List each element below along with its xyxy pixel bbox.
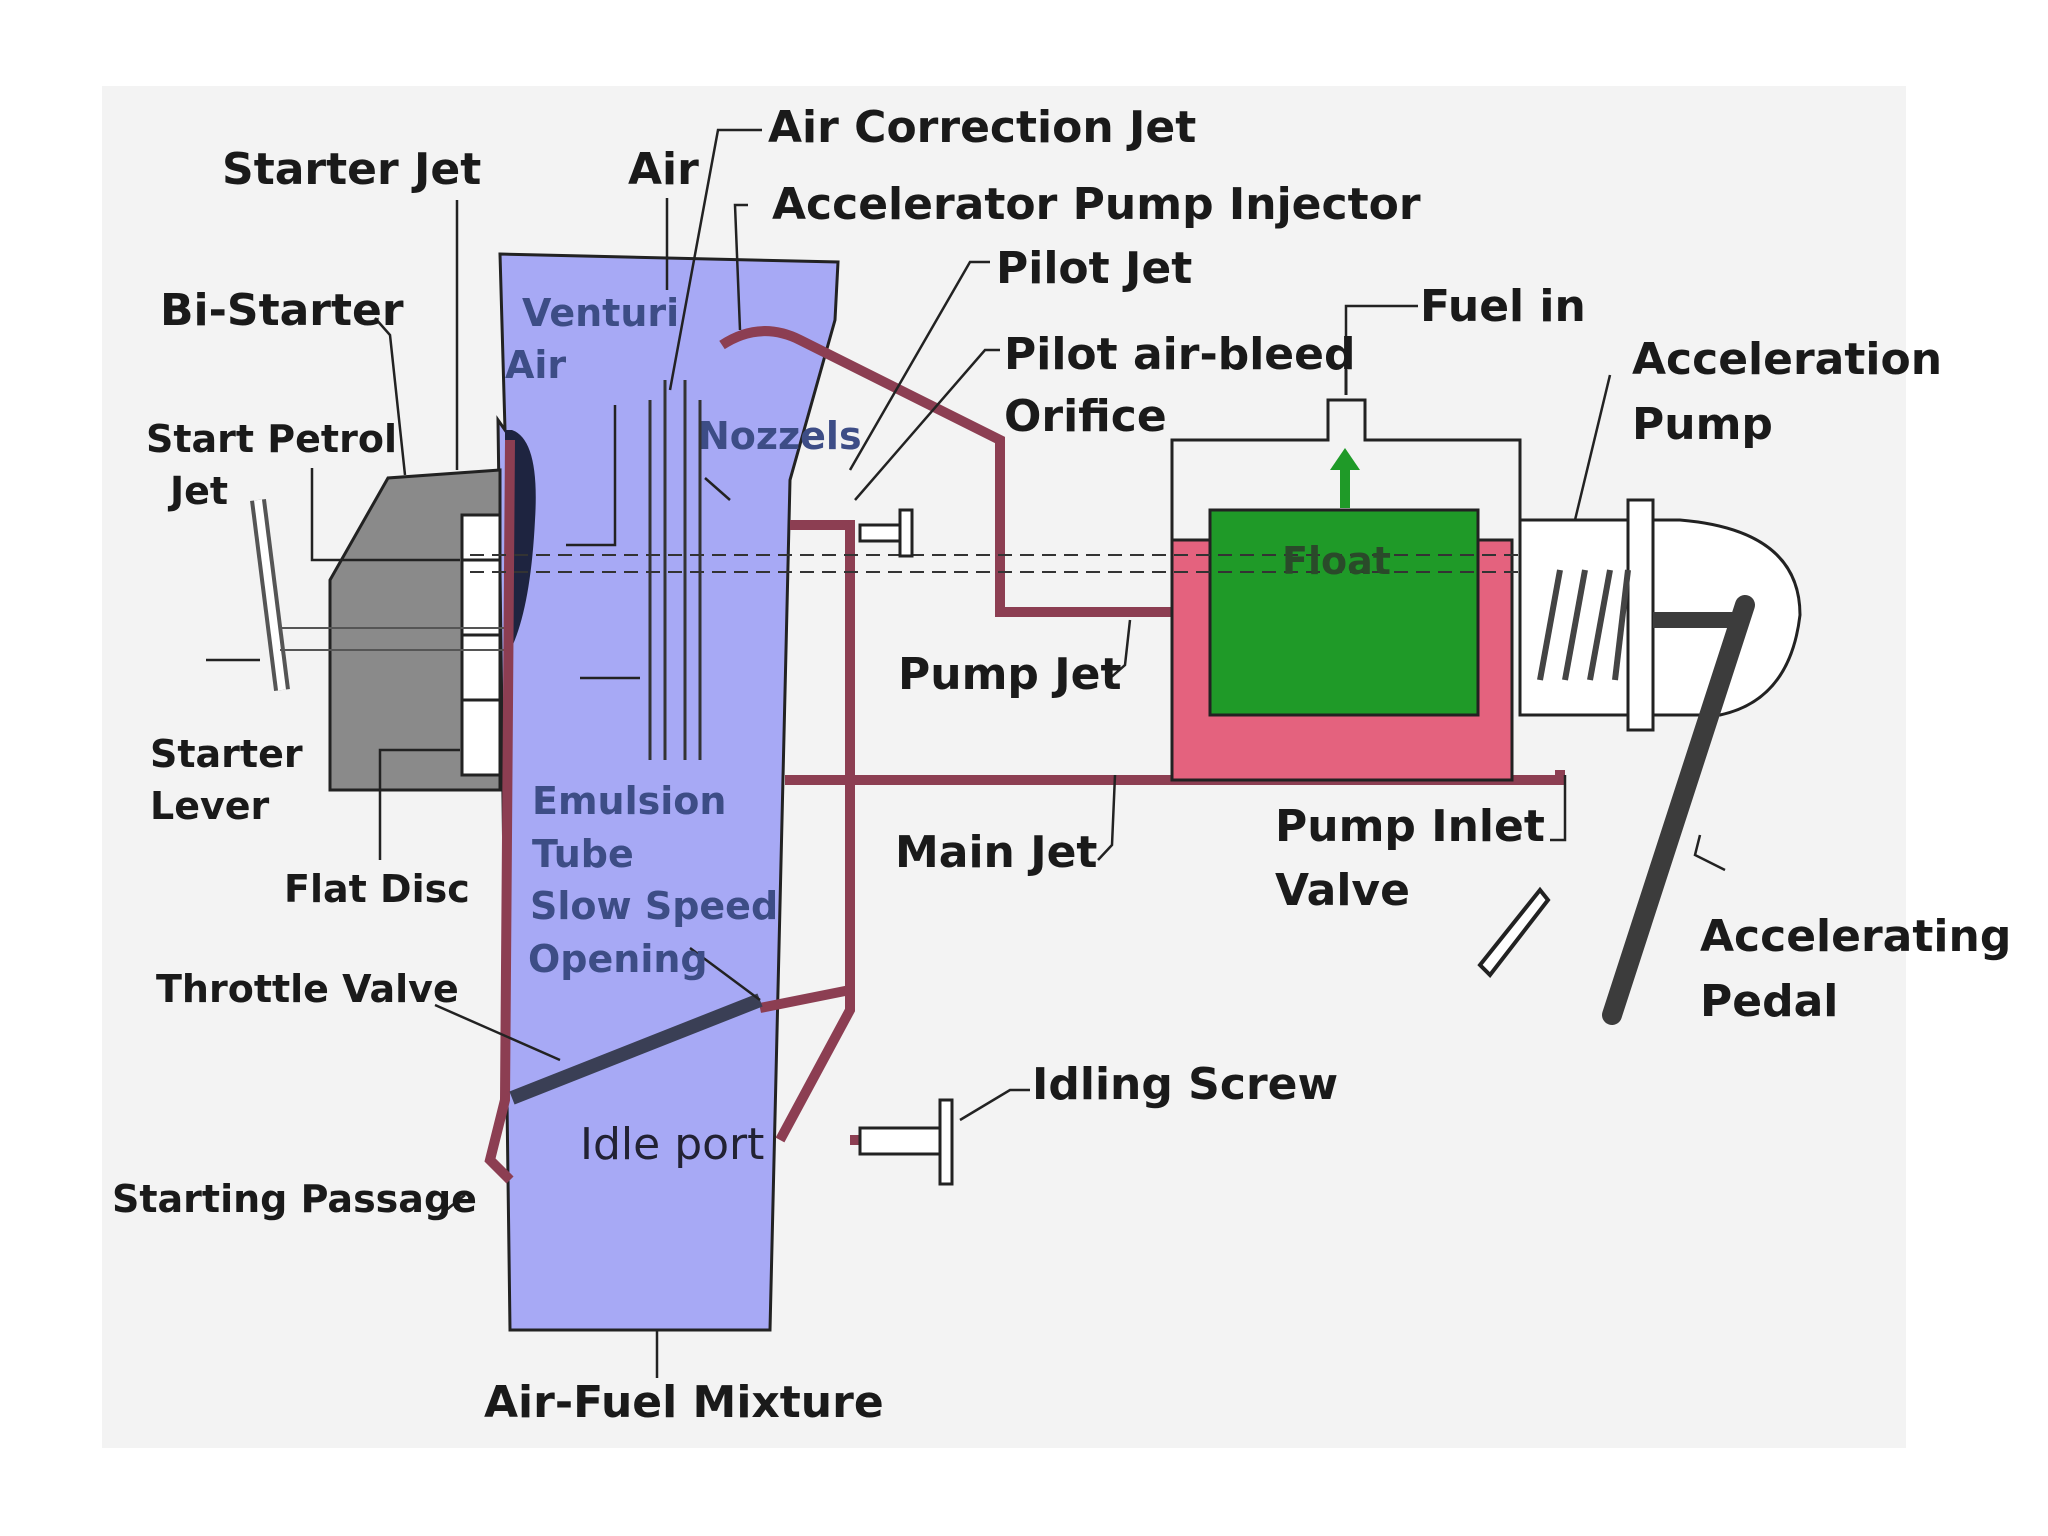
label-starter-jet: Starter Jet <box>222 144 482 195</box>
fuel-chamber-top <box>1170 398 1522 540</box>
label-air-correction-jet: Air Correction Jet <box>768 102 1197 153</box>
leader-lines <box>206 128 1726 1378</box>
label-float: Float <box>1282 539 1391 583</box>
pump-piston <box>1626 498 1655 732</box>
pump-spring <box>1537 569 1631 681</box>
emulsion-tube <box>648 380 702 760</box>
label-slow-speed: Slow Speed <box>530 884 779 928</box>
label-venturi: Venturi <box>522 291 680 335</box>
label-starter: Starter <box>150 732 303 776</box>
label-start-petrol-jet: Jet <box>170 469 229 513</box>
label-idling-screw: Idling Screw <box>1032 1059 1339 1110</box>
label-emulsion-tube: Tube <box>532 832 634 876</box>
label-pilot-air-bleed: Pilot air-bleed <box>1004 329 1356 380</box>
idling-screw <box>858 1126 950 1156</box>
pedal-pad <box>1477 886 1551 979</box>
label-acceleration: Acceleration <box>1632 334 1943 385</box>
label-accelerating: Accelerating <box>1700 911 2012 962</box>
label-air-inner: Air <box>505 343 567 387</box>
label-accelerator-pump-injector: Accelerator Pump Injector <box>772 179 1421 230</box>
label-accelerating-pedal: Pedal <box>1700 976 1839 1027</box>
label-pump-inlet-valve: Valve <box>1275 865 1410 916</box>
float <box>1208 508 1480 717</box>
label-idle-port: Idle port <box>580 1119 765 1170</box>
label-pump-inlet: Pump Inlet <box>1275 801 1545 852</box>
label-throttle-valve: Throttle Valve <box>156 967 459 1011</box>
label-acceleration-pump: Pump <box>1632 399 1773 450</box>
accelerating-pedal <box>1602 595 1755 1025</box>
label-slow-speed-opening: Opening <box>528 937 708 981</box>
label-starter-lever: Lever <box>150 784 270 828</box>
label-flat-disc: Flat Disc <box>284 867 470 911</box>
label-air-fuel-mixture: Air-Fuel Mixture <box>484 1377 884 1428</box>
label-pilot-air-bleed-orifice: Orifice <box>1004 391 1167 442</box>
venturi-air-passage <box>496 252 840 1332</box>
flat-disc <box>460 513 502 777</box>
label-pump-jet: Pump Jet <box>898 649 1122 700</box>
throttle-valve <box>509 993 763 1105</box>
label-emulsion: Emulsion <box>532 779 727 823</box>
label-starting-passage: Starting Passage <box>112 1177 477 1221</box>
label-bi-starter: Bi-Starter <box>160 285 404 336</box>
label-pilot-jet: Pilot Jet <box>996 243 1193 294</box>
label-air: Air <box>628 144 699 195</box>
label-start-petrol: Start Petrol <box>146 417 397 461</box>
label-main-jet: Main Jet <box>895 827 1098 878</box>
label-nozzels: Nozzels <box>698 414 862 458</box>
label-fuel-in: Fuel in <box>1420 281 1586 332</box>
